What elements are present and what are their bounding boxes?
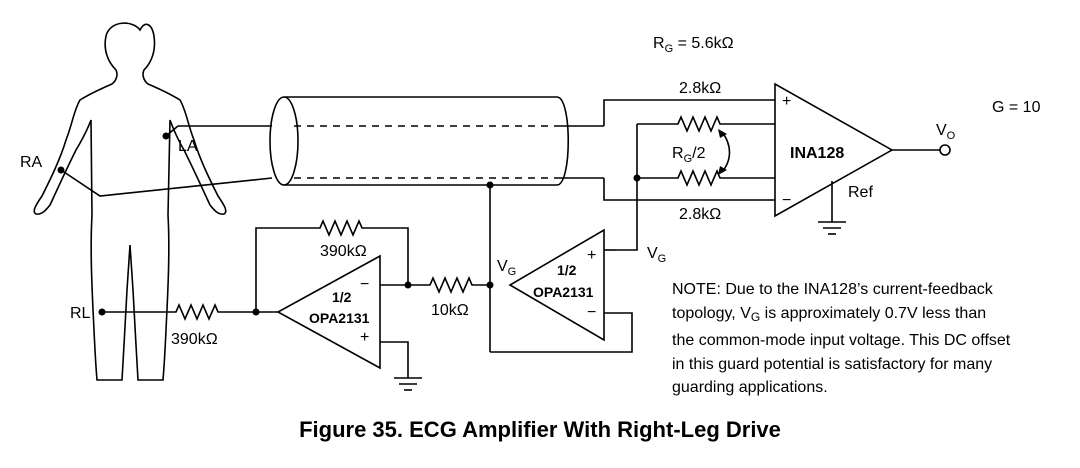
note-line-3: the common-mode input voltage. This DC o… bbox=[672, 332, 1011, 350]
vg-node-label: VG bbox=[497, 258, 516, 278]
vo-label: VO bbox=[936, 122, 956, 142]
rg-half-label: RG/2 bbox=[672, 145, 706, 165]
int-plus: + bbox=[360, 329, 369, 346]
int-minus: − bbox=[360, 276, 369, 293]
resistor-390k-input bbox=[102, 302, 278, 322]
buffer-plus: + bbox=[587, 247, 596, 264]
rg-half-resistor-top bbox=[637, 114, 775, 134]
figure-caption: Figure 35. ECG Amplifier With Right-Leg … bbox=[299, 417, 781, 442]
guard-note: NOTE: Due to the INA128’s current-feedba… bbox=[672, 278, 1072, 400]
ina-plus: + bbox=[782, 93, 791, 110]
ref-label: Ref bbox=[848, 184, 873, 201]
r-10k-label: 10kΩ bbox=[431, 302, 469, 319]
int-name: OPA2131 bbox=[309, 310, 370, 326]
buffer-name: OPA2131 bbox=[533, 284, 594, 300]
shielded-cable bbox=[269, 96, 569, 186]
ina-label: INA128 bbox=[790, 145, 844, 162]
resistor-10k bbox=[408, 275, 490, 295]
human-body-figure bbox=[33, 22, 227, 381]
rg-gang-arrow bbox=[721, 131, 731, 173]
buffer-half: 1/2 bbox=[557, 262, 577, 278]
opa2131-buffer: + − 1/2 OPA2131 bbox=[508, 228, 605, 342]
note-line-2: topology, VG is approximately 0.7V less … bbox=[672, 304, 987, 324]
ina-minus: − bbox=[782, 192, 791, 209]
r-feedback-label: 390kΩ bbox=[320, 243, 367, 260]
buffer-minus: − bbox=[587, 304, 596, 321]
note-line-5: guarding applications. bbox=[672, 379, 828, 397]
rg-value-label: RG = 5.6kΩ bbox=[653, 35, 734, 55]
opa2131-integrator: − + 1/2 OPA2131 bbox=[276, 254, 381, 370]
ina128-amplifier: + − INA128 bbox=[774, 82, 894, 218]
rg-half-resistor-bottom bbox=[637, 168, 775, 188]
r-input-label: 390kΩ bbox=[171, 331, 218, 348]
note-line-4: in this guard potential is satisfactory … bbox=[672, 355, 993, 373]
r-top-label: 2.8kΩ bbox=[679, 80, 721, 97]
int-half: 1/2 bbox=[332, 289, 352, 305]
ra-lead-wire bbox=[60, 169, 273, 197]
la-label: LA bbox=[178, 138, 198, 155]
la-lead-wire bbox=[165, 125, 272, 137]
rl-label: RL bbox=[70, 305, 91, 322]
note-line-1: NOTE: Due to the INA128’s current-feedba… bbox=[672, 281, 993, 298]
resistor-390k-feedback bbox=[255, 218, 409, 312]
ra-label: RA bbox=[20, 154, 43, 171]
r-bottom-label: 2.8kΩ bbox=[679, 206, 721, 223]
vo-terminal bbox=[939, 144, 951, 156]
vg-buffer-label: VG bbox=[647, 245, 666, 265]
gain-label: G = 10 bbox=[992, 99, 1041, 116]
